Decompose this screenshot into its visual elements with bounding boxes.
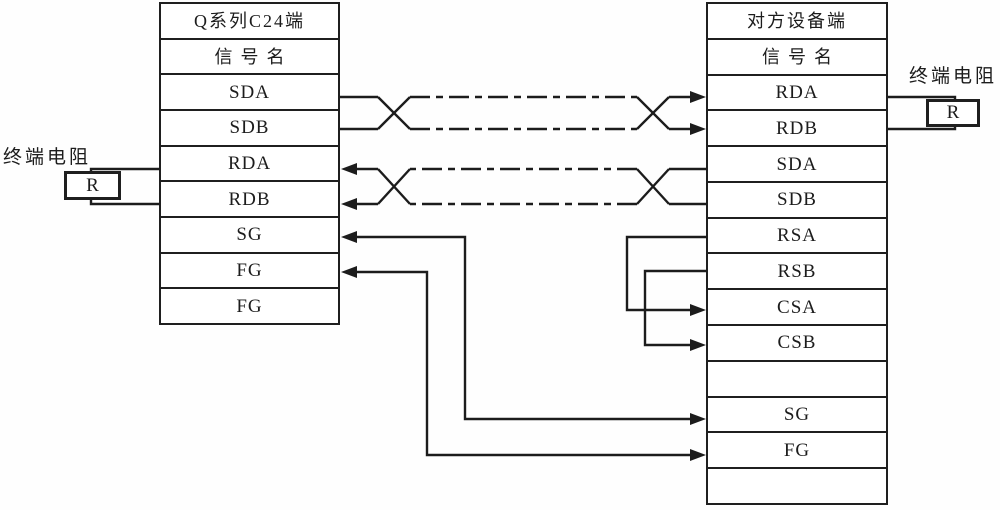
right-resistor-symbol: R — [946, 102, 960, 123]
arrowhead-csb — [690, 339, 706, 351]
left-connector-table: Q系列C24端 信号名 SDA SDB RDA RDB SG FG FG — [159, 2, 340, 325]
arrowhead-right-rdb — [690, 123, 706, 135]
right-signal-fg: FG — [708, 433, 886, 470]
wire-rsa-to-csa-loopback — [625, 235, 707, 316]
right-table-signal-header: 信号名 — [708, 40, 886, 76]
arrowhead-left-fg — [341, 266, 357, 278]
left-signal-sda: SDA — [161, 75, 338, 112]
wire-fg-to-fg — [341, 266, 706, 461]
left-signal-sdb: SDB — [161, 111, 338, 147]
right-signal-csb: CSB — [708, 326, 886, 362]
left-table-title: Q系列C24端 — [161, 4, 338, 40]
right-signal-csa: CSA — [708, 290, 886, 327]
right-connector-table: 对方设备端 信号名 RDA RDB SDA SDB RSA RSB CSA CS… — [706, 2, 888, 505]
left-signal-rda: RDA — [161, 147, 338, 183]
left-signal-sg: SG — [161, 218, 338, 254]
left-signal-rdb: RDB — [161, 182, 338, 219]
left-signal-fg1: FG — [161, 254, 338, 290]
wire-right-sda-sdb-to-left-rda-rdb — [341, 163, 707, 210]
right-table-title: 对方设备端 — [708, 4, 886, 40]
right-signal-sdb: SDB — [708, 183, 886, 219]
right-signal-blank1 — [708, 362, 886, 398]
right-signal-rda: RDA — [708, 76, 886, 112]
arrowhead-csa — [690, 304, 706, 316]
right-terminating-resistor-box: R — [926, 99, 980, 127]
right-terminating-resistor-label: 终端电阻 — [909, 66, 998, 87]
arrowhead-right-rda — [690, 91, 706, 103]
right-signal-sg: SG — [708, 398, 886, 434]
left-signal-fg2: FG — [236, 295, 263, 317]
right-signal-sda: SDA — [708, 147, 886, 183]
arrowhead-left-sg — [341, 231, 357, 243]
left-terminating-resistor-label: 终端电阻 — [3, 147, 92, 168]
right-signal-rsa: RSA — [708, 219, 886, 255]
arrowhead-right-sg — [690, 413, 706, 425]
right-signal-rsb: RSB — [708, 254, 886, 291]
left-resistor-symbol: R — [86, 174, 99, 196]
left-table-signal-header: 信号名 — [161, 40, 338, 76]
arrowhead-left-rda — [341, 163, 357, 175]
wire-sg-to-sg — [341, 231, 706, 425]
arrowhead-left-rdb — [341, 198, 357, 210]
wire-left-sda-sdb-to-right-rda-rdb — [340, 91, 706, 135]
left-terminating-resistor-box: R — [64, 171, 121, 200]
arrowhead-right-fg — [690, 449, 706, 461]
wire-rsb-to-csb-loopback — [643, 269, 707, 351]
right-signal-rdb: RDB — [708, 111, 886, 148]
